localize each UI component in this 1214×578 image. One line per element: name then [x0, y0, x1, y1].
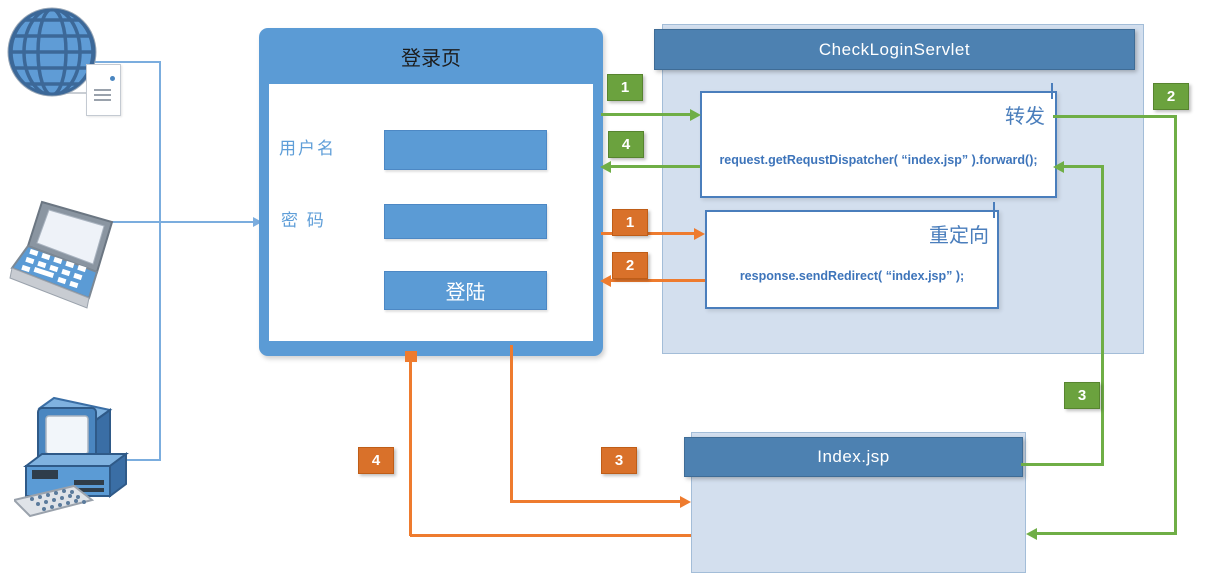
redirect-box: 重定向 response.sendRedirect( “index.jsp” )… [705, 210, 999, 309]
checkloginservlet-title: CheckLoginServlet [818, 39, 971, 59]
page-line [94, 94, 111, 96]
checkloginservlet-header: CheckLoginServlet [654, 29, 1135, 70]
redirect-step-badge-2: 2 [612, 252, 648, 279]
arrow-line [609, 279, 705, 282]
username-input [384, 130, 547, 170]
desktop-computer-icon [14, 396, 129, 518]
arrowhead-left-icon [1026, 528, 1037, 540]
redirect-step-badge-4: 4 [358, 447, 394, 474]
arrow-line [1053, 115, 1177, 118]
connector-arrowhead-icon [253, 217, 262, 227]
arrowhead-up-icon [405, 351, 417, 362]
redirect-step-badge-1: 1 [612, 209, 648, 236]
redirect-label: 重定向 [929, 225, 989, 247]
connector-desktop-branch [115, 459, 161, 461]
forward-step-badge-3: 3 [1064, 382, 1100, 409]
forward-box: 转发 request.getRequstDispatcher( “index.j… [700, 91, 1057, 198]
forward-step-badge-1: 1 [607, 74, 643, 101]
connector-laptop-branch [112, 221, 253, 223]
globe-icon [7, 7, 97, 97]
arrowhead-left-icon [1053, 161, 1064, 173]
login-button: 登陆 [384, 271, 547, 310]
arrowhead-right-icon [694, 228, 705, 240]
arrow-line [1035, 532, 1175, 535]
arrow-line [609, 165, 700, 168]
indexjsp-title: Index.jsp [817, 447, 890, 466]
arrowhead-left-icon [600, 275, 611, 287]
page-line [94, 99, 111, 101]
forward-box-tick [1051, 83, 1053, 99]
server-page-icon [86, 64, 121, 116]
redirect-step-badge-3: 3 [601, 447, 637, 474]
login-page-title: 登录页 [401, 47, 461, 70]
arrowhead-right-icon [680, 496, 691, 508]
arrow-line [510, 345, 513, 503]
arrow-line [510, 500, 682, 503]
login-page-box: 登录页 用户名 密 码 登陆 [259, 28, 603, 356]
indexjsp-header: Index.jsp [684, 437, 1023, 477]
arrow-line [601, 113, 692, 116]
forward-step-badge-4: 4 [608, 131, 644, 158]
connector-globe-branch [85, 61, 161, 63]
password-input [384, 204, 547, 239]
arrow-line [410, 534, 691, 537]
forward-label: 转发 [1005, 106, 1045, 128]
arrowhead-left-icon [600, 161, 611, 173]
page-line [94, 89, 111, 91]
password-label: 密 码 [281, 211, 326, 230]
forward-code: request.getRequstDispatcher( “index.jsp”… [719, 153, 1038, 167]
arrowhead-right-icon [690, 109, 701, 121]
arrow-line [409, 361, 412, 536]
connector-trunk-line [159, 61, 161, 461]
redirect-box-tick [993, 202, 995, 218]
arrow-line [601, 232, 696, 235]
forward-step-badge-2: 2 [1153, 83, 1189, 110]
username-label: 用户名 [279, 139, 336, 158]
arrow-line [1062, 165, 1103, 168]
redirect-code: response.sendRedirect( “index.jsp” ); [739, 269, 965, 283]
page-dot-icon [110, 76, 115, 81]
arrow-line [1021, 463, 1104, 466]
arrow-line [1101, 165, 1104, 466]
laptop-icon [9, 200, 114, 309]
arrow-line [1174, 115, 1177, 535]
